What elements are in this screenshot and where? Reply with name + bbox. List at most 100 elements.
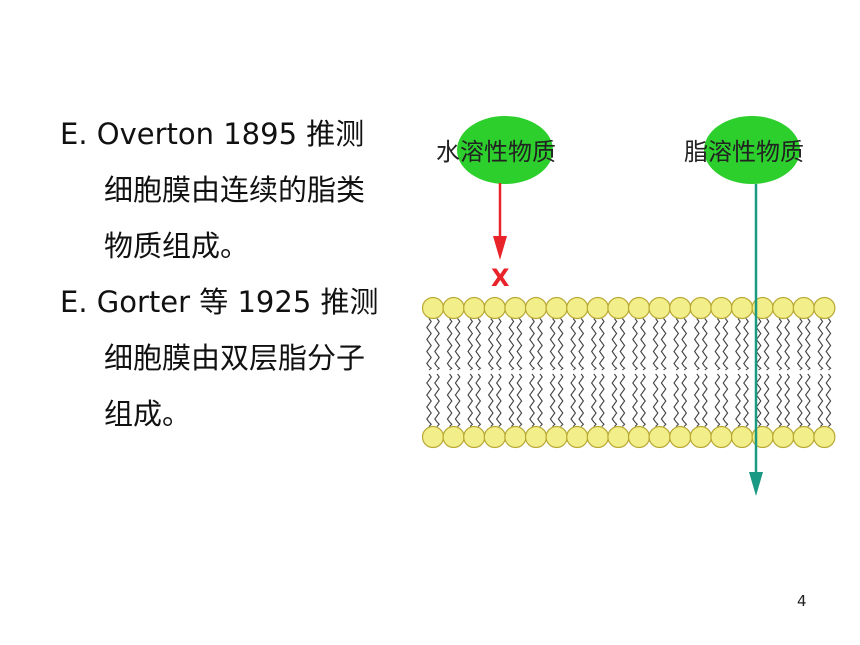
lipid-tail (701, 318, 708, 371)
lipid-tail (714, 373, 721, 427)
lipid-tail (426, 318, 433, 371)
blocked-x-mark: X (491, 264, 510, 292)
lipid-tail (763, 373, 770, 427)
lipid-head (792, 425, 815, 449)
lipid-head (792, 296, 815, 320)
lipid-head (669, 296, 692, 320)
page-number: 4 (797, 592, 807, 610)
lipid-tail (825, 318, 832, 371)
lipid-head (772, 425, 795, 449)
water-soluble-label: 水溶性物质 (436, 138, 556, 166)
lipid-head (689, 425, 712, 449)
lipid-tail (743, 373, 749, 427)
lipid-head (813, 296, 836, 320)
lipid-head (607, 296, 630, 320)
lipid-tail (598, 318, 605, 371)
lipid-tail (475, 318, 482, 371)
gorter-line-1: E. Gorter 等 1925 推测 (60, 285, 379, 319)
lipid-tail (652, 373, 659, 427)
lipid-head (483, 425, 506, 449)
lipid-tail (549, 373, 556, 427)
lipid-tail (652, 318, 659, 371)
lipid-tail (454, 373, 461, 427)
lipid-head (566, 425, 589, 449)
lipid-head (627, 425, 651, 449)
lipid-tail (743, 318, 750, 371)
lipid-head (421, 296, 445, 320)
lipid-head (648, 425, 671, 449)
lipid-head (524, 296, 548, 320)
lipid-tail (516, 373, 523, 427)
lipid-head (504, 425, 527, 449)
lipid-head (463, 425, 486, 449)
lipid-tail (784, 318, 791, 371)
lipid-head (607, 425, 630, 449)
lipid-head (586, 296, 609, 320)
water-soluble-substance (457, 116, 553, 184)
lipid-head (813, 425, 836, 449)
text-block: E. Overton 1895 推测 细胞膜由连续的脂类 物质组成。 E. Go… (60, 106, 420, 442)
blocked-arrow-head (493, 236, 507, 260)
lipid-tail (722, 373, 729, 427)
paragraph-overton: E. Overton 1895 推测 细胞膜由连续的脂类 物质组成。 (60, 106, 420, 274)
lipid-head (669, 425, 692, 449)
lipid-tail (570, 373, 577, 427)
lipid-tail (681, 318, 688, 371)
lipid-head (772, 296, 795, 320)
lipid-tail (735, 318, 742, 371)
lipid-tail (537, 318, 544, 371)
overton-line-2: 细胞膜由连续的脂类 (104, 173, 366, 207)
lipid-tail (640, 318, 647, 371)
lipid-tail (804, 318, 811, 371)
lipid-tail (570, 318, 577, 371)
lipid-tail (508, 373, 515, 427)
lipid-tail (590, 373, 597, 427)
lipid-head (627, 296, 651, 320)
lipid-tail (632, 373, 638, 427)
lipid-tail (804, 373, 811, 427)
lipid-tail (784, 373, 791, 427)
lipid-tail (508, 318, 515, 371)
lipid-tail (495, 373, 502, 427)
lipid-head (648, 296, 671, 320)
lipid-tail (681, 373, 688, 427)
lipid-tail (495, 318, 502, 371)
gorter-line-2: 细胞膜由双层脂分子 (104, 341, 366, 375)
lipid-tail (426, 373, 432, 427)
lipid-tail (640, 373, 646, 427)
lipid-tail (714, 318, 721, 371)
lipid-head (483, 296, 506, 320)
lipid-tail (590, 318, 597, 371)
lipid-head (566, 296, 589, 320)
lipid-tail (796, 318, 803, 371)
lipid-tail (693, 373, 700, 427)
lipid-tail (673, 373, 680, 427)
lipid-head (730, 296, 754, 320)
lipid-tail (817, 318, 824, 371)
lipid-tail (578, 318, 585, 371)
lipid-tail (475, 373, 482, 427)
lipid-tail (434, 318, 441, 371)
lipid-tail (529, 318, 536, 371)
lipid-heads (421, 296, 836, 449)
lipid-tail (776, 318, 783, 371)
lipid-head (504, 296, 527, 320)
lipid-tail (598, 373, 605, 427)
lipid-tail (632, 318, 639, 371)
lipid-tail (487, 373, 494, 427)
gorter-line-3: 组成。 (104, 397, 192, 431)
lipid-head (710, 296, 733, 320)
lipid-head (545, 296, 568, 320)
lipid-head (586, 425, 609, 449)
lipid-tail (796, 373, 803, 427)
lipid-tail (776, 373, 783, 427)
lipid-head (524, 425, 548, 449)
lipid-tail (619, 373, 626, 427)
lipid-head (545, 425, 568, 449)
lipid-head (442, 425, 465, 449)
lipid-tail (825, 373, 832, 427)
lipid-tail (578, 373, 585, 427)
lipid-tail (446, 373, 453, 427)
lipid-tail (763, 318, 770, 371)
